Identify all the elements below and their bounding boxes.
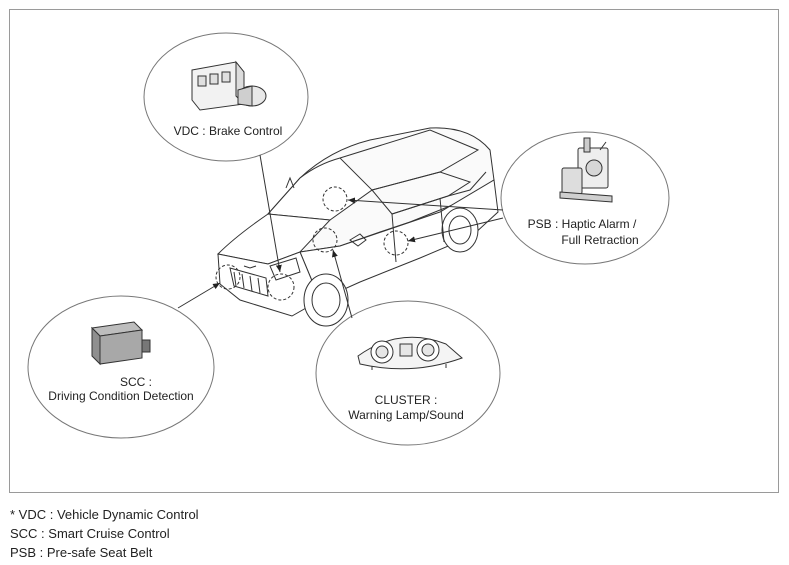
psb-label-line1: PSB : Haptic Alarm / [528,217,637,231]
psb-leader-upper [347,197,504,211]
psb-marker-lower [383,230,409,256]
abbreviation-legend: * VDC : Vehicle Dynamic Control SCC : Sm… [10,505,199,562]
psb-marker-upper [322,186,348,212]
vdc-module-illustration [191,60,267,111]
vdc-leader [259,154,282,273]
psb-leader-lower [407,217,504,243]
cluster-marker [312,227,338,253]
cluster-leader [331,249,353,319]
scc-label-line1: SCC : [120,375,152,389]
scc-marker [215,264,241,290]
scc-radar-illustration [90,321,151,366]
footnote-vdc: * VDC : Vehicle Dynamic Control [10,507,199,522]
vdc-label: VDC : Brake Control [174,124,283,138]
psb-label-line2: Full Retraction [561,233,638,247]
footnote-scc: SCC : Smart Cruise Control [10,526,170,541]
cluster-label-line2: Warning Lamp/Sound [348,408,464,422]
scc-leader [177,282,221,309]
psb-retractor-illustration [559,137,613,203]
vdc-marker [267,273,295,301]
cluster-label-line1: CLUSTER : [375,393,438,407]
cluster-bubble [315,300,501,446]
component-markers [215,186,409,301]
cluster-illustration [357,336,463,370]
scc-bubble [27,295,215,439]
diagram-frame [9,9,779,493]
scc-label-line2: Driving Condition Detection [48,389,193,403]
footnote-psb: PSB : Pre-safe Seat Belt [10,545,153,560]
